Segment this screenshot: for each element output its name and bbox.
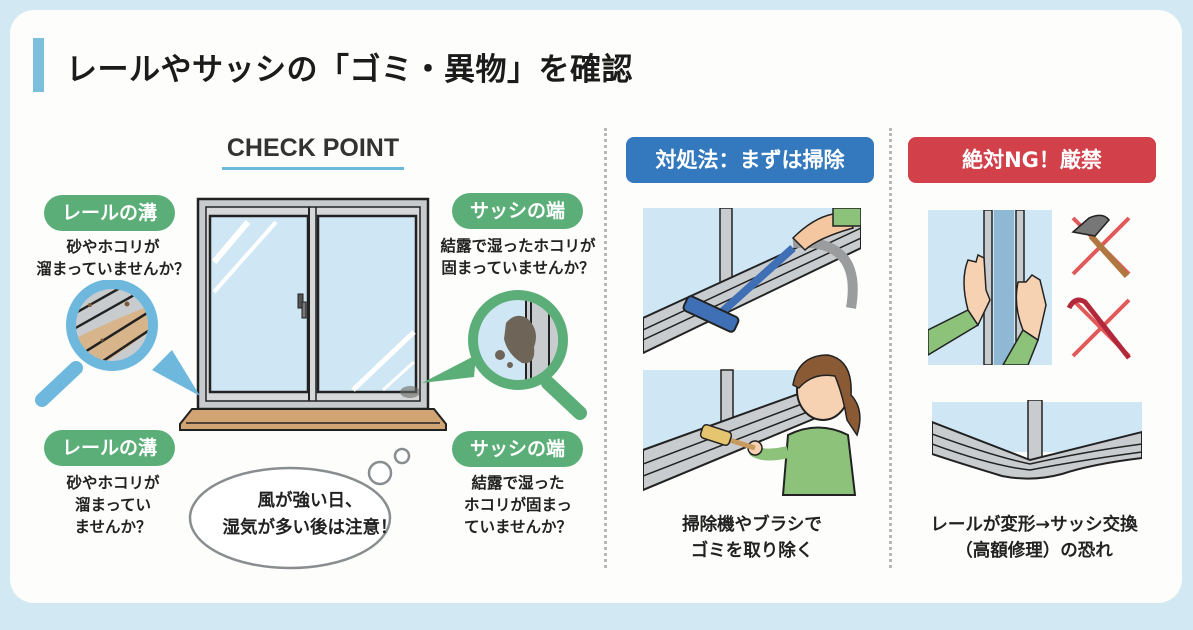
woman-brushing-illustration xyxy=(643,354,861,496)
thought-bubble-text: 風が強い日、 湿気が多い後は注意！ xyxy=(222,491,398,538)
callout-label-rail-top: レールの溝 xyxy=(44,195,175,231)
crowbar-prohibited-icon xyxy=(1066,297,1131,360)
solution-caption: 掃除機やブラシで ゴミを取り除く xyxy=(682,515,822,561)
callout-question-sash-bottom: 結露で湿った ホコリが固まっ ていませんか？ xyxy=(463,474,573,536)
callout-question-rail-bottom: 砂やホコリが 溜まってい ませんか？ xyxy=(66,474,160,536)
title-accent-bar xyxy=(33,38,44,92)
callout-question-rail-top: 砂やホコリが 溜まっていませんか？ xyxy=(36,238,190,278)
ng-heading: 絶対NG！厳禁 xyxy=(908,137,1156,183)
section-divider-right xyxy=(889,128,892,568)
rail-groove-magnifier xyxy=(35,280,200,407)
callout-question-sash-top: 結露で湿ったホコリが 固まっていませんか？ xyxy=(440,237,596,277)
sash-edge-magnifier xyxy=(422,290,587,420)
hands-forcing-window-illustration xyxy=(928,210,1052,365)
solution-heading: 対処法：まずは掃除 xyxy=(626,137,874,183)
check-point-title: CHECK POINT xyxy=(226,134,400,162)
ng-caption: レールが変形→サッシ交換 （高額修理）の恐れ xyxy=(930,515,1138,561)
callout-label-sash-top: サッシの端 xyxy=(452,193,583,229)
check-point-underline xyxy=(222,167,404,170)
section-divider-left xyxy=(604,128,607,568)
page-title: レールやサッシの「ゴミ・異物」を確認 xyxy=(66,52,633,88)
vacuum-cleaning-illustration xyxy=(643,208,861,358)
deformed-rail-illustration xyxy=(932,400,1142,480)
hammer-prohibited-icon xyxy=(1071,214,1131,279)
callout-label-sash-bottom: サッシの端 xyxy=(452,431,583,467)
thought-bubble xyxy=(188,447,411,570)
callout-label-rail-bottom: レールの溝 xyxy=(44,430,175,466)
sliding-window-illustration xyxy=(179,197,447,431)
